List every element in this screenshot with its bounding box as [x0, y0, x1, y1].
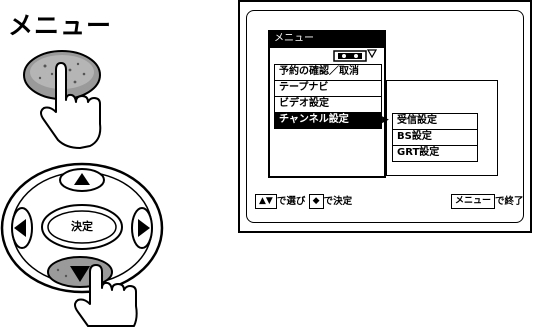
confirm-instruction: で決定	[323, 196, 353, 207]
select-instruction: で選び	[276, 196, 306, 207]
menu-item-channel-settings[interactable]: チャンネル設定	[274, 112, 382, 129]
submenu-item-reception[interactable]: 受信設定	[392, 113, 478, 130]
pointing-hand-icon	[74, 264, 138, 327]
enter-button-label: 決定	[71, 220, 93, 233]
enter-key-icon: ◆	[308, 194, 324, 209]
footer-exit: メニューで終了	[451, 194, 524, 210]
menu-item-video-settings[interactable]: ビデオ設定	[274, 96, 382, 113]
pointing-hand-icon	[40, 62, 102, 149]
videotape-icon	[333, 49, 377, 62]
left-arrow-icon	[14, 219, 26, 237]
remote-illustration	[0, 50, 164, 327]
menu-title: メニュー	[268, 30, 386, 48]
submenu-arrow-icon: ▶	[382, 115, 389, 125]
submenu-item-grt[interactable]: GRT設定	[392, 145, 478, 162]
left-button[interactable]	[11, 207, 33, 249]
up-down-key-icon: ▲▼	[255, 194, 277, 209]
down-arrow-icon	[70, 266, 90, 282]
up-arrow-icon	[74, 173, 90, 185]
enter-button[interactable]	[41, 204, 123, 250]
up-button[interactable]	[59, 168, 105, 192]
menu-button-label: メニュー	[8, 11, 113, 40]
footer-instructions: ▲▼で選び ◆で決定	[255, 194, 352, 210]
exit-instruction: で終了	[495, 196, 524, 207]
submenu-item-bs[interactable]: BS設定	[392, 129, 478, 146]
menu-item-tape-navi[interactable]: テープナビ	[274, 80, 382, 97]
right-button[interactable]	[131, 207, 153, 249]
menu-item-reservation[interactable]: 予約の確認／取消	[274, 64, 382, 81]
menu-key-label: メニュー	[451, 194, 496, 209]
right-arrow-icon	[138, 219, 150, 237]
